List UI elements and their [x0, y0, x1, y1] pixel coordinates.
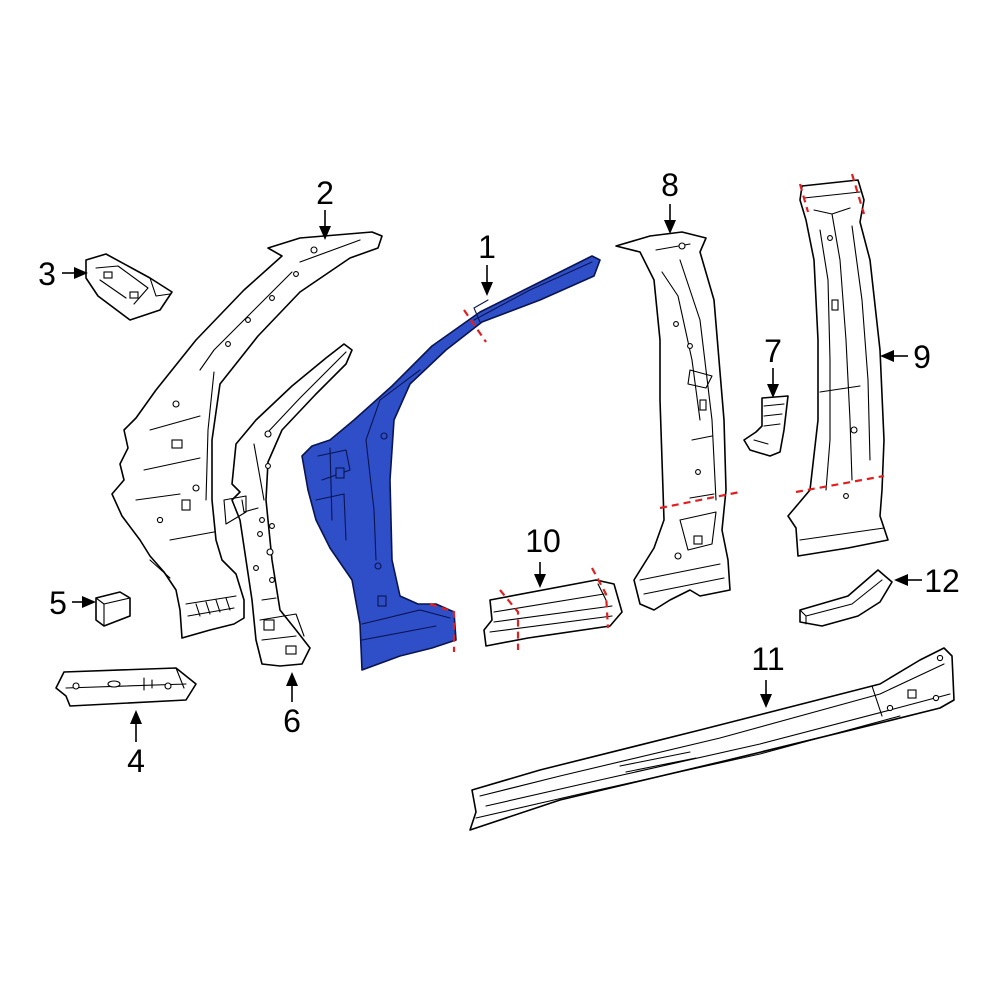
part-8-center-pillar-outer[interactable] [615, 231, 741, 611]
callout-11[interactable]: 11 [751, 641, 785, 708]
callout-8[interactable]: 8 [661, 167, 679, 234]
callout-11-label: 11 [751, 641, 784, 677]
part-7-bracket[interactable] [743, 395, 789, 457]
callout-9[interactable]: 9 [880, 339, 931, 375]
part-2-pillar-outer[interactable] [111, 231, 383, 639]
part-4-lower-bracket[interactable] [55, 667, 197, 707]
part-5-block[interactable] [95, 591, 131, 627]
callout-3-label: 3 [38, 256, 56, 292]
callout-1-label: 1 [478, 229, 496, 265]
callout-5-label: 5 [49, 585, 67, 621]
callout-8-label: 8 [661, 167, 679, 203]
callout-12-label: 12 [924, 563, 960, 599]
callout-10[interactable]: 10 [525, 523, 561, 588]
part-12-plate[interactable] [799, 569, 893, 627]
part-11-rocker-panel[interactable] [469, 647, 955, 831]
part-10-rocker-section[interactable] [483, 567, 623, 650]
part-6-pillar-inner[interactable] [223, 343, 353, 667]
callout-12[interactable]: 12 [894, 563, 960, 599]
callout-6-label: 6 [283, 703, 301, 739]
callout-5[interactable]: 5 [49, 585, 96, 621]
callout-1[interactable]: 1 [478, 229, 496, 296]
part-9-center-pillar-reinforcement[interactable] [787, 173, 889, 557]
part-1-pillar-reinforcement[interactable] [301, 255, 601, 671]
callout-9-label: 9 [913, 339, 931, 375]
callout-10-label: 10 [525, 523, 561, 559]
callout-4-label: 4 [127, 743, 145, 779]
callout-2-label: 2 [316, 175, 334, 211]
callout-6[interactable]: 6 [283, 672, 301, 739]
callout-2[interactable]: 2 [316, 175, 334, 240]
callout-3[interactable]: 3 [38, 256, 88, 292]
part-3-bracket[interactable] [85, 253, 173, 321]
callout-7-label: 7 [764, 333, 782, 369]
callout-4[interactable]: 4 [127, 710, 145, 779]
callout-7[interactable]: 7 [764, 333, 782, 398]
